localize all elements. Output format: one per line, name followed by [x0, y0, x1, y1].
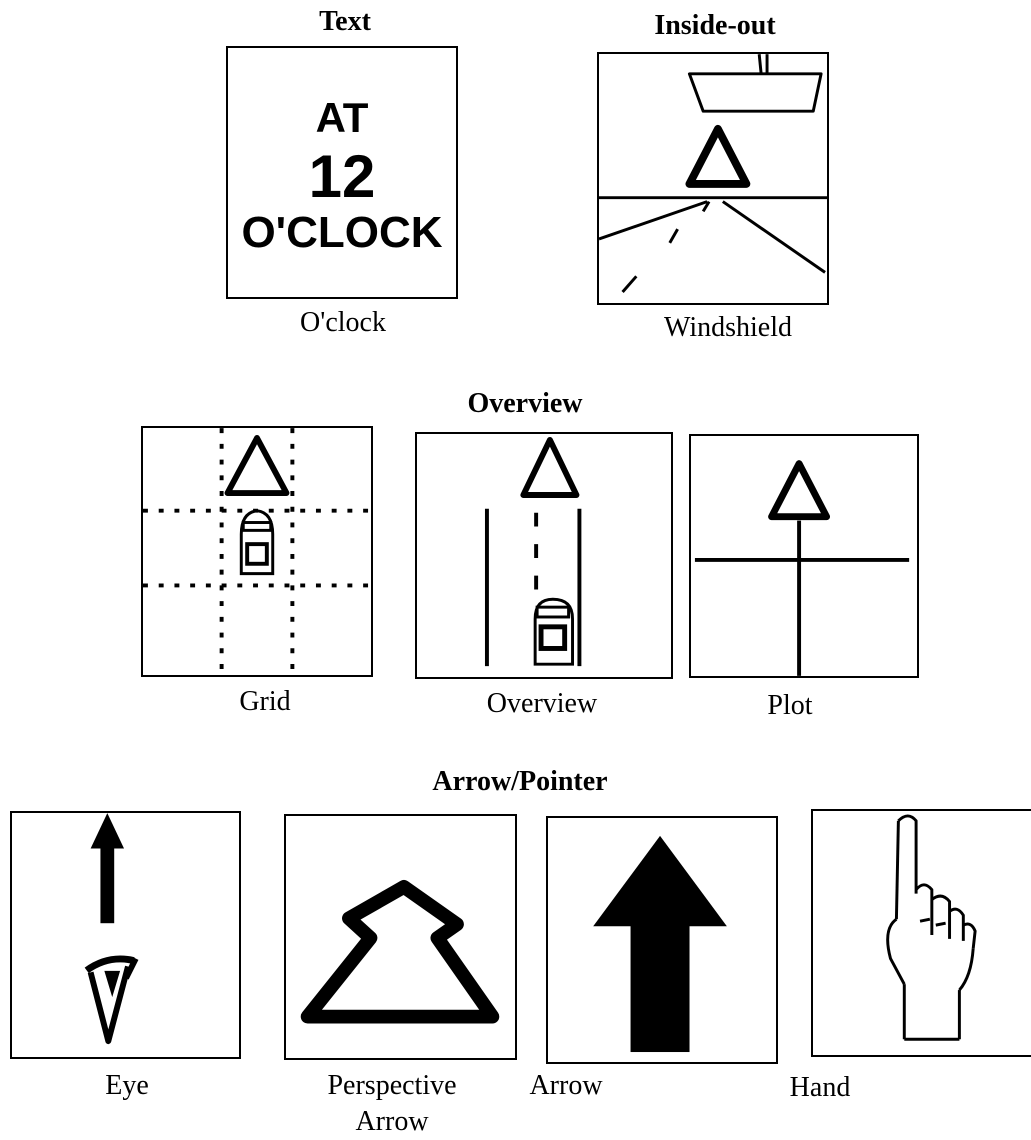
oclock-line-oclock: O'CLOCK: [228, 208, 456, 258]
perspective-arrow-drawing: [286, 816, 515, 1058]
oclock-line-at: AT: [228, 94, 456, 142]
overview-panel: [415, 432, 673, 679]
section-title-inside-out: Inside-out: [630, 10, 800, 42]
hand-drawing: [813, 811, 1031, 1055]
plot-caption: Plot: [740, 688, 840, 724]
perspective-arrow-caption: Perspective Arrow: [312, 1068, 472, 1140]
grid-drawing: [143, 428, 371, 675]
arrow-drawing: [548, 818, 776, 1062]
windshield-drawing: [599, 54, 827, 303]
hand-panel: [811, 809, 1031, 1057]
arrow-panel: [546, 816, 778, 1064]
arrow-up-icon: [593, 836, 727, 1052]
windshield-panel: [597, 52, 829, 305]
hand-caption: Hand: [770, 1070, 870, 1106]
oclock-line-12: 12: [228, 142, 456, 211]
section-title-text: Text: [300, 6, 390, 38]
arrow-up-icon: [91, 813, 124, 923]
grid-panel: [141, 426, 373, 677]
perspective-arrow-caption-line1: Perspective: [312, 1068, 472, 1104]
eye-drawing: [12, 813, 239, 1057]
plot-drawing: [691, 436, 917, 676]
windshield-caption: Windshield: [628, 310, 828, 346]
eye-panel: [10, 811, 241, 1059]
perspective-arrow-panel: [284, 814, 517, 1060]
car-icon: [241, 511, 272, 574]
eye-caption: Eye: [82, 1068, 172, 1104]
plot-panel: [689, 434, 919, 678]
warning-triangle-icon: [689, 129, 746, 184]
warning-triangle-icon: [772, 464, 827, 517]
eye-icon: [87, 959, 136, 1042]
perspective-arrow-caption-line2: Arrow: [312, 1104, 472, 1140]
oclock-panel: AT 12 O'CLOCK: [226, 46, 458, 299]
warning-triangle-icon: [523, 440, 576, 495]
rearview-mirror-icon: [689, 74, 821, 111]
section-title-overview: Overview: [440, 388, 610, 420]
overview-caption: Overview: [462, 686, 622, 722]
overview-drawing: [417, 434, 671, 677]
arrow-caption: Arrow: [516, 1068, 616, 1104]
warning-triangle-icon: [228, 438, 287, 493]
grid-caption: Grid: [210, 684, 320, 720]
section-title-arrow-pointer: Arrow/Pointer: [400, 766, 640, 798]
hand-pointing-icon: [888, 816, 975, 1039]
oclock-caption: O'clock: [268, 305, 418, 341]
perspective-arrow-icon: [308, 887, 493, 1017]
car-icon: [535, 599, 572, 664]
